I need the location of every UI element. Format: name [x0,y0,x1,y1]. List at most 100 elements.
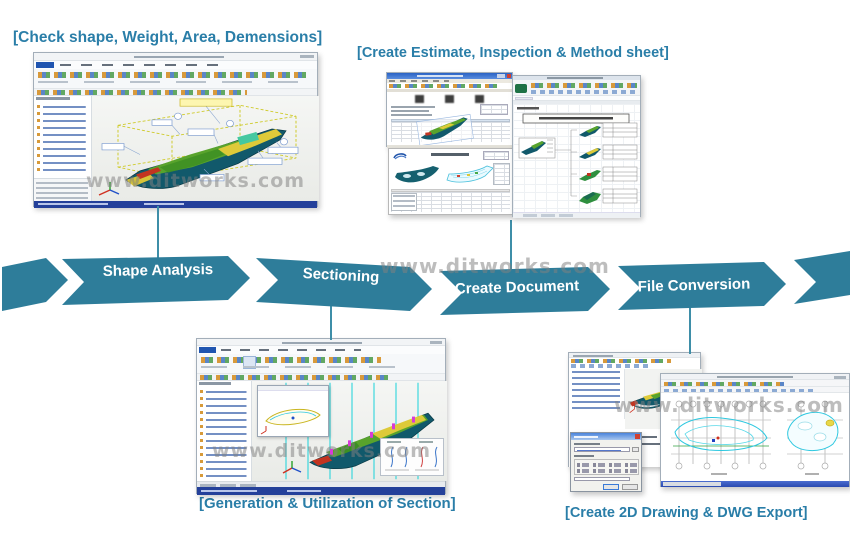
cad-window-sectioning [196,338,447,495]
table-header [391,189,510,192]
tree-panel-title [36,97,70,100]
checkbox-row [577,469,637,473]
model-tree-panel [197,381,252,481]
column-headers [513,101,640,104]
dialog-title-bar [571,433,641,440]
ribbon [197,354,445,374]
section-preview-inset [257,385,329,437]
connector-sectioning [330,300,332,340]
active-tool-button [243,356,256,369]
method-sheet-window [512,75,641,218]
inspection-sheet-window [388,148,513,215]
ribbon [34,69,317,89]
hull-silhouette-drawing [395,166,439,183]
estimate-sheet-window [386,72,513,148]
watermark: www.ditworks.com [212,440,432,462]
toolbar-icons [37,90,247,95]
flow-item-icons [579,126,601,204]
status-bar [661,481,849,487]
dimension-callouts [101,98,299,182]
watermark: www.ditworks.com [86,170,306,192]
ship-hull [309,412,435,470]
title-bar [387,73,512,79]
ship-3d-model [101,98,299,189]
name-box [515,97,533,100]
ribbon-icons [38,72,308,78]
formula-bar [513,96,640,101]
title-text [717,376,793,378]
tab-labels [60,64,220,66]
side-table [493,163,510,185]
window-buttons [300,55,314,58]
title-bar [197,339,445,346]
quick-toolbar [34,89,317,96]
file-list [572,371,620,411]
sheet-title-text [431,153,469,156]
export-dialog [570,432,642,492]
close-icon [634,434,640,439]
arrow-file-conversion [618,262,786,310]
section-symbols [385,441,439,471]
tree-panel-title [199,382,231,385]
cad-window-shape-analysis [33,52,319,208]
status-text [144,203,184,205]
arrow-sectioning [256,258,432,311]
viewport-3d [92,96,319,201]
station-grid [671,400,771,470]
section-drawing-2d [671,400,843,475]
status-bar [34,201,317,208]
tab-labels [221,349,361,351]
header-table [483,151,509,160]
sheet-title-glyph [475,95,484,103]
title-bar [34,53,317,61]
title-bar [569,353,700,358]
toolbar-icons [664,388,814,392]
sheet-title-glyph [415,95,424,103]
arrow-start [2,258,68,311]
sheet-area [513,104,640,212]
ship-thumbnail [416,114,474,146]
title-text [282,341,362,344]
watermark: www.ditworks.com [614,393,844,417]
ship-hull [125,128,287,189]
drawing-window-2d [660,373,850,487]
status-text [38,203,108,205]
window-buttons [497,74,505,78]
tree-items [34,103,91,175]
office-button [515,84,527,93]
inset-title-bar [258,386,328,391]
arrow-end [794,251,850,304]
title-text [417,75,463,77]
options-groupbox [574,459,639,475]
property-rows [36,182,88,200]
viewport-3d [252,381,447,481]
flow-item [518,137,556,159]
quick-toolbar [197,374,445,381]
toolbar-icons [200,375,390,380]
caption-generation-section: [Generation & Utilization of Section] [199,495,456,512]
browse-button [632,447,639,452]
table-rows [391,192,510,212]
field-label [574,443,600,445]
window-buttons [834,375,846,379]
step-shape-analysis: Shape Analysis [102,261,214,280]
sheet-title-glyph [445,95,454,103]
file-tab [36,62,54,68]
flow-item-tables [602,122,638,204]
dialog-title-text [574,435,598,438]
arrow-create-document [440,267,610,315]
company-logo [393,153,407,160]
menu-items [389,80,449,82]
window-buttons [430,341,442,344]
ok-button [603,484,619,490]
sheet-scrollbar [387,145,512,148]
title-bar [661,374,849,380]
connector-file-conversion [689,304,691,354]
ribbon-icons [201,357,381,363]
status-text [201,490,257,492]
path-text [577,449,621,451]
file-item-label [635,443,661,445]
status-text [287,490,321,492]
connector-create-document [510,220,512,274]
process-arrow-banner [2,251,850,315]
